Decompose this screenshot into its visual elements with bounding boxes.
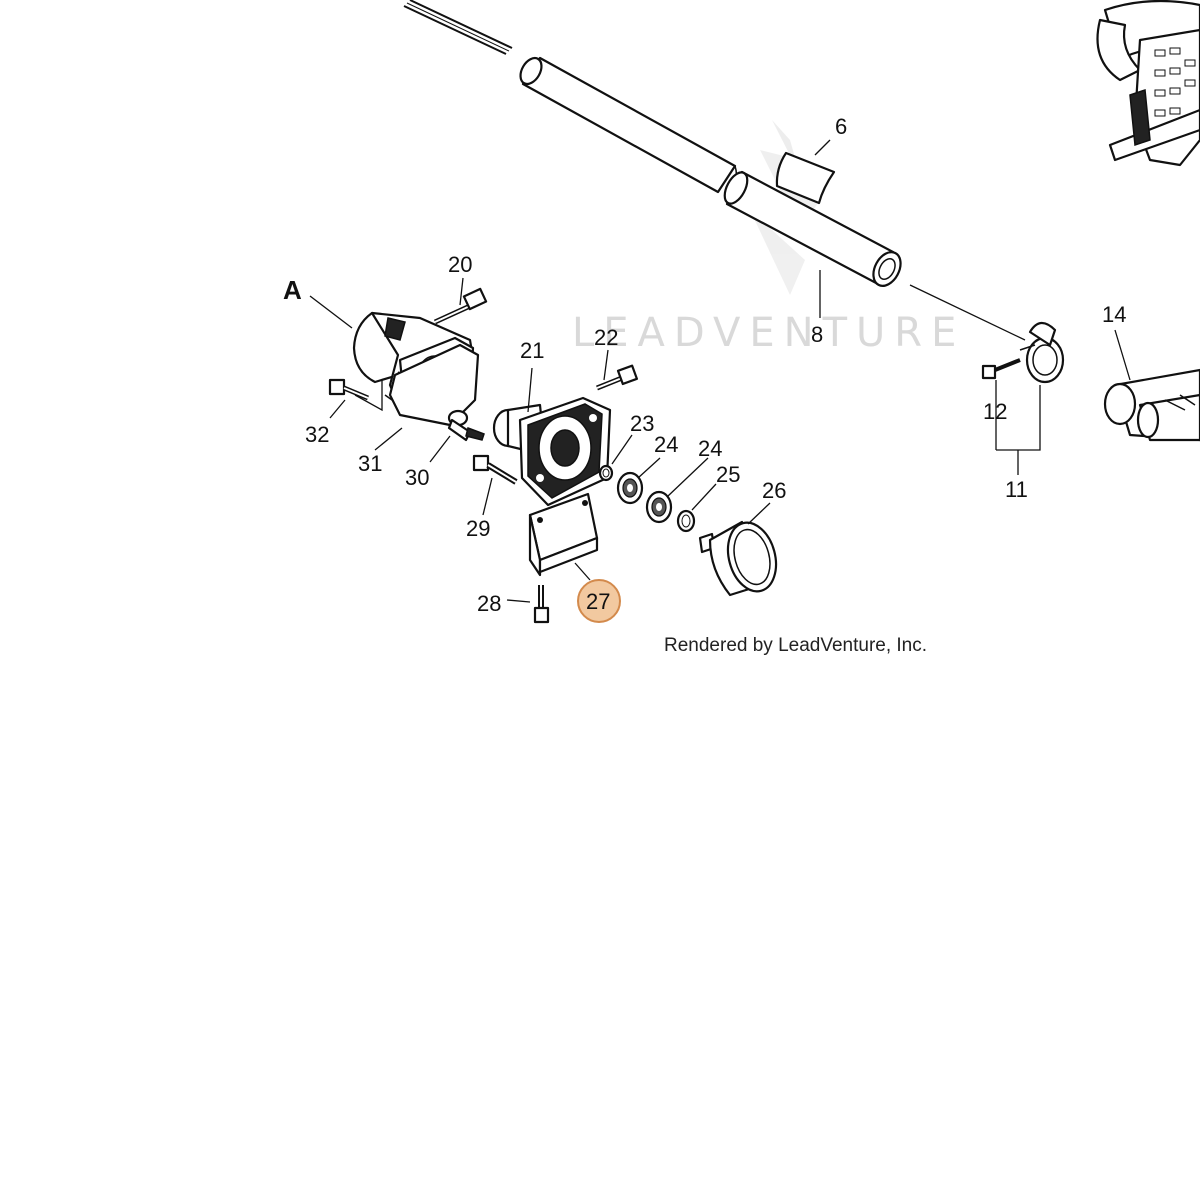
callout-32: 32 [305,422,329,447]
callout-29: 29 [466,516,490,541]
callout-21: 21 [520,338,544,363]
callout-30: 30 [405,465,429,490]
leader-lines [309,139,1131,603]
bolt-part [981,358,1021,380]
snap-ring-part [676,509,696,533]
callout-11: 11 [1005,477,1028,502]
bearing-part [616,471,644,505]
bushing-part [447,409,485,442]
callout-24: 24 [698,436,722,461]
callout-27: 27 [586,589,610,614]
callout-26: 26 [762,478,786,503]
watermark-text: LEADVENTURE [572,310,965,356]
callout-20: 20 [448,252,472,277]
callout-28: 28 [477,591,501,616]
callout-highlight-circle [577,579,621,623]
callout-25: 25 [716,462,740,487]
bolt-part [328,378,369,401]
sleeve-part [775,151,836,205]
render-credit: Rendered by LeadVenture, Inc. [664,635,927,656]
callout-24: 24 [654,432,678,457]
callout-6: 6 [835,114,847,139]
callout-8: 8 [811,322,823,347]
guard-plate-part [528,492,599,577]
bolt-part [472,454,518,485]
highlighted-callout-27[interactable]: 27 [577,579,621,623]
bearing-part [645,490,673,524]
handle-part [1103,368,1200,442]
clutch-drum-part [698,520,778,597]
screw-part [533,585,550,624]
bolt-part [596,364,639,391]
callout-23: 23 [630,411,654,436]
callout-12: 12 [983,399,1007,424]
clamp-part [1019,321,1065,384]
snap-ring-part [598,464,614,482]
callout-31: 31 [358,451,382,476]
callout-14: 14 [1102,302,1126,327]
shoulder-harness-part [1096,0,1200,167]
liner-tube-part [723,170,902,287]
section-label: A [283,275,302,305]
clutch-housing-part [492,396,612,507]
callout-22: 22 [594,325,618,350]
outer-tube-part [519,56,738,194]
bolt-part [433,287,488,325]
drive-shaft-part [403,0,513,55]
